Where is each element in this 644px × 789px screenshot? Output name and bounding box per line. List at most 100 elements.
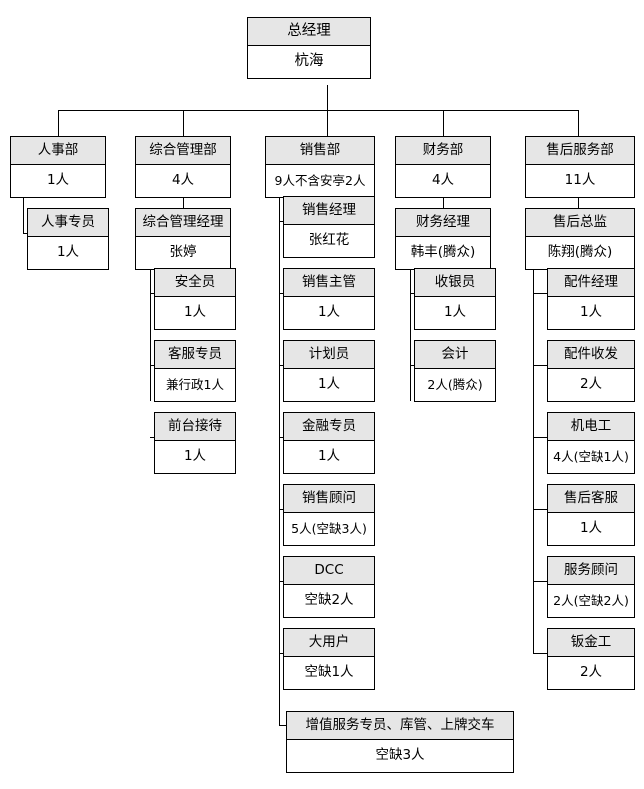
node-value: 1人 xyxy=(284,369,374,401)
node-value: 韩丰(腾众) xyxy=(396,237,490,269)
node-value: 空缺2人 xyxy=(284,585,374,617)
connector-aftersales-to-manager xyxy=(578,196,579,208)
node-title: 机电工 xyxy=(548,413,634,441)
node-aftersales-director[interactable]: 售后总监 陈翔(腾众) xyxy=(525,208,635,270)
connector-aftersales-stub-1 xyxy=(533,293,547,294)
connector-root-stem xyxy=(327,85,328,111)
node-title: 计划员 xyxy=(284,341,374,369)
connector-drop-finance xyxy=(443,110,444,136)
node-value: 杭海 xyxy=(248,46,370,78)
node-sales-dcc[interactable]: DCC 空缺2人 xyxy=(283,556,375,618)
node-dept-sales[interactable]: 销售部 9人不含安亭2人 xyxy=(265,136,375,198)
node-aftersales-customer-service[interactable]: 售后客服 1人 xyxy=(547,484,635,546)
node-value: 4人 xyxy=(396,165,490,197)
node-title: 会计 xyxy=(415,341,495,369)
node-value: 陈翔(腾众) xyxy=(526,237,634,269)
node-aftersales-mechanic[interactable]: 机电工 4人(空缺1人) xyxy=(547,412,635,474)
connector-aftersales-stub-5 xyxy=(533,581,547,582)
node-title: 收银员 xyxy=(415,269,495,297)
node-title: 售后总监 xyxy=(526,209,634,237)
node-title: 销售部 xyxy=(266,137,374,165)
node-value: 9人不含安亭2人 xyxy=(266,165,374,197)
node-title: 增值服务专员、库管、上牌交车 xyxy=(287,712,513,740)
node-title: 人事部 xyxy=(11,137,105,165)
node-title: 销售主管 xyxy=(284,269,374,297)
node-value: 4人(空缺1人) xyxy=(548,441,634,473)
node-admin-safety-officer[interactable]: 安全员 1人 xyxy=(154,268,236,330)
node-title: 售后客服 xyxy=(548,485,634,513)
node-value: 空缺1人 xyxy=(284,657,374,689)
node-value: 1人 xyxy=(548,513,634,545)
node-sales-value-added-services[interactable]: 增值服务专员、库管、上牌交车 空缺3人 xyxy=(286,711,514,773)
node-admin-manager[interactable]: 综合管理经理 张婷 xyxy=(135,208,231,270)
node-aftersales-service-advisor[interactable]: 服务顾问 2人(空缺2人) xyxy=(547,556,635,618)
node-title: 安全员 xyxy=(155,269,235,297)
node-value: 2人 xyxy=(548,657,634,689)
connector-aftersales-stub-3 xyxy=(533,437,547,438)
connector-aftersales-spine xyxy=(533,268,534,653)
node-admin-reception[interactable]: 前台接待 1人 xyxy=(154,412,236,474)
node-value: 1人 xyxy=(155,297,235,329)
node-sales-key-account[interactable]: 大用户 空缺1人 xyxy=(283,628,375,690)
connector-drop-admin xyxy=(183,110,184,136)
connector-admin-to-manager xyxy=(183,196,184,208)
connector-finance-spine xyxy=(410,268,411,401)
node-title: 配件收发 xyxy=(548,341,634,369)
node-aftersales-parts-clerk[interactable]: 配件收发 2人 xyxy=(547,340,635,402)
connector-aftersales-stub-6 xyxy=(533,653,547,654)
node-title: 前台接待 xyxy=(155,413,235,441)
node-aftersales-bodywork[interactable]: 钣金工 2人 xyxy=(547,628,635,690)
node-value: 4人 xyxy=(136,165,230,197)
node-value: 2人 xyxy=(548,369,634,401)
node-value: 1人 xyxy=(11,165,105,197)
node-dept-aftersales[interactable]: 售后服务部 11人 xyxy=(525,136,635,198)
node-dept-admin[interactable]: 综合管理部 4人 xyxy=(135,136,231,198)
node-hr-specialist[interactable]: 人事专员 1人 xyxy=(27,208,109,270)
node-title: 服务顾问 xyxy=(548,557,634,585)
node-value: 2人(腾众) xyxy=(415,369,495,401)
node-value: 5人(空缺3人) xyxy=(284,513,374,545)
node-title: 售后服务部 xyxy=(526,137,634,165)
node-value: 1人 xyxy=(284,297,374,329)
connector-sales-spine xyxy=(279,196,280,725)
node-title: DCC xyxy=(284,557,374,585)
connector-sales-stub-8 xyxy=(279,725,286,726)
node-title: 客服专员 xyxy=(155,341,235,369)
node-dept-finance[interactable]: 财务部 4人 xyxy=(395,136,491,198)
node-admin-customer-service[interactable]: 客服专员 兼行政1人 xyxy=(154,340,236,402)
node-finance-manager[interactable]: 财务经理 韩丰(腾众) xyxy=(395,208,491,270)
connector-finance-to-manager xyxy=(443,196,444,208)
node-value: 1人 xyxy=(415,297,495,329)
node-sales-finance-specialist[interactable]: 金融专员 1人 xyxy=(283,412,375,474)
connector-admin-spine xyxy=(150,268,151,401)
node-sales-consultant[interactable]: 销售顾问 5人(空缺3人) xyxy=(283,484,375,546)
connector-drop-aftersales xyxy=(578,110,579,136)
node-value: 11人 xyxy=(526,165,634,197)
node-aftersales-parts-manager[interactable]: 配件经理 1人 xyxy=(547,268,635,330)
node-title: 财务经理 xyxy=(396,209,490,237)
node-sales-supervisor[interactable]: 销售主管 1人 xyxy=(283,268,375,330)
node-title: 综合管理部 xyxy=(136,137,230,165)
node-title: 销售顾问 xyxy=(284,485,374,513)
node-sales-planner[interactable]: 计划员 1人 xyxy=(283,340,375,402)
node-dept-hr[interactable]: 人事部 1人 xyxy=(10,136,106,198)
connector-drop-hr xyxy=(58,110,59,136)
node-root-general-manager[interactable]: 总经理 杭海 xyxy=(247,17,371,79)
node-finance-accountant[interactable]: 会计 2人(腾众) xyxy=(414,340,496,402)
node-sales-manager[interactable]: 销售经理 张红花 xyxy=(283,196,375,258)
node-value: 张红花 xyxy=(284,225,374,257)
node-value: 兼行政1人 xyxy=(155,369,235,401)
node-title: 配件经理 xyxy=(548,269,634,297)
node-title: 销售经理 xyxy=(284,197,374,225)
node-title: 财务部 xyxy=(396,137,490,165)
node-value: 1人 xyxy=(548,297,634,329)
connector-drop-sales xyxy=(327,110,328,136)
node-value: 1人 xyxy=(28,237,108,269)
node-finance-cashier[interactable]: 收银员 1人 xyxy=(414,268,496,330)
node-title: 人事专员 xyxy=(28,209,108,237)
connector-hr-spine xyxy=(23,196,24,233)
connector-top-bus xyxy=(58,110,579,111)
node-value: 2人(空缺2人) xyxy=(548,585,634,617)
node-value: 张婷 xyxy=(136,237,230,269)
